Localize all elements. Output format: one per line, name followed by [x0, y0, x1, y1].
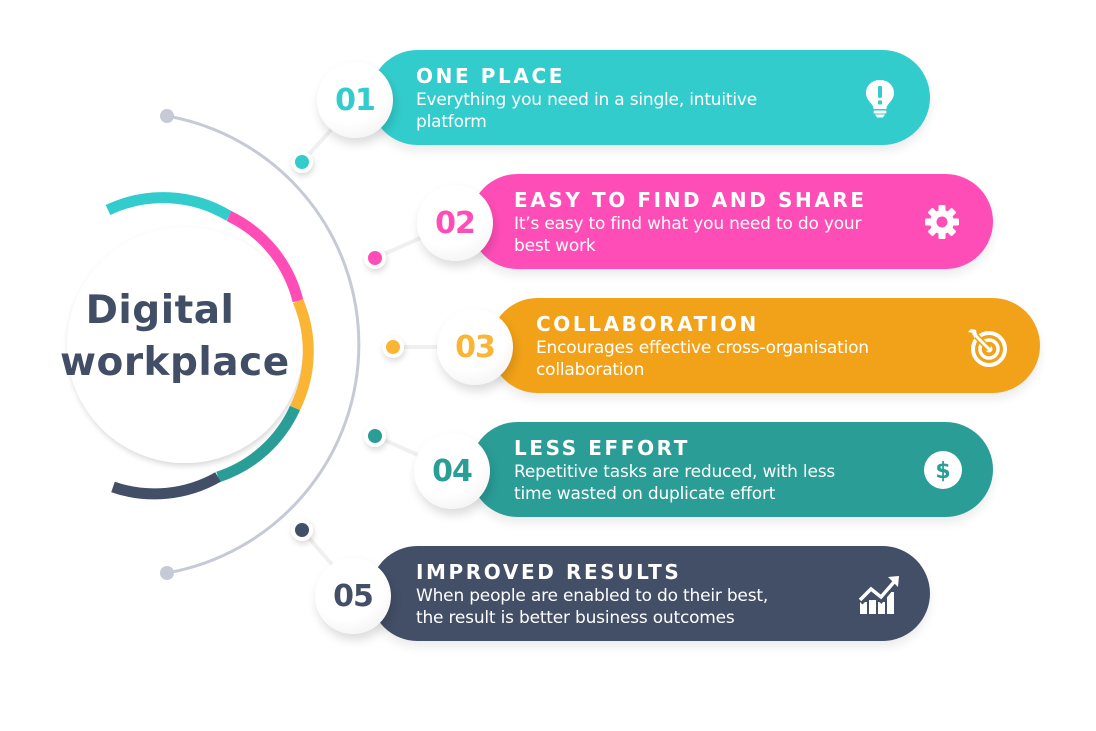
item-description-line1: It’s easy to find what you need to do yo… [514, 214, 862, 234]
item-heading: COLLABORATION [536, 312, 759, 336]
node-02 [368, 251, 382, 265]
item-heading: IMPROVED RESULTS [416, 560, 682, 584]
item-number-02: 02 [417, 185, 493, 261]
connector-lines [300, 118, 445, 570]
node-01 [295, 155, 309, 169]
gear-icon [925, 204, 959, 239]
item-heading: LESS EFFORT [514, 436, 691, 460]
svg-text:$: $ [935, 459, 950, 484]
ring-segment-dark-teal [216, 405, 301, 483]
target-icon [968, 328, 1007, 367]
item-card-05: IMPROVED RESULTS When people are enabled… [370, 546, 930, 641]
arc-end-cap-top [160, 109, 174, 123]
ring-segment-yellow [290, 298, 314, 411]
center-title-line2: workplace [60, 340, 290, 385]
center-disc [67, 227, 303, 463]
item-card-02: EASY TO FIND AND SHARE It’s easy to find… [470, 174, 993, 269]
item-number-05: 05 [315, 558, 391, 634]
item-description-line1: When people are enabled to do their best… [416, 586, 769, 606]
ring-segment-pink [226, 211, 304, 303]
ring-segment-navy [111, 472, 221, 500]
item-description-line1: Everything you need in a single, intuiti… [416, 90, 757, 110]
node-04 [368, 429, 382, 443]
item-number-04: 04 [414, 433, 490, 509]
dollar-icon: $ [924, 450, 962, 489]
center-title-line1: Digital [85, 288, 235, 333]
item-heading: EASY TO FIND AND SHARE [514, 188, 867, 212]
item-card-01: ONE PLACE Everything you need in a singl… [370, 50, 930, 145]
item-card-04: LESS EFFORT Repetitive tasks are reduced… [470, 422, 993, 517]
node-03 [386, 340, 400, 354]
item-description-line1: Encourages effective cross-organisation [536, 338, 869, 358]
item-description-line2: the result is better business outcomes [416, 608, 735, 628]
node-05 [295, 523, 309, 537]
item-description-line2: time wasted on duplicate effort [514, 484, 776, 504]
progress-ring [105, 192, 314, 500]
item-heading: ONE PLACE [416, 64, 565, 88]
timeline-arc [166, 114, 361, 575]
arc-nodes [291, 151, 404, 541]
lightbulb-icon [866, 79, 894, 117]
item-description-line2: best work [514, 236, 596, 256]
ring-segment-teal [105, 192, 232, 221]
item-number-03: 03 [437, 309, 513, 385]
item-description-line2: platform [416, 112, 487, 132]
item-number-01: 01 [317, 62, 393, 138]
item-description-line1: Repetitive tasks are reduced, with less [514, 462, 836, 482]
arc-end-cap-bottom [160, 566, 174, 580]
chart-growth-icon [857, 575, 899, 614]
center-title: Digital workplace [60, 285, 290, 389]
item-card-03: COLLABORATION Encourages effective cross… [490, 298, 1040, 393]
item-description-line2: collaboration [536, 360, 645, 380]
